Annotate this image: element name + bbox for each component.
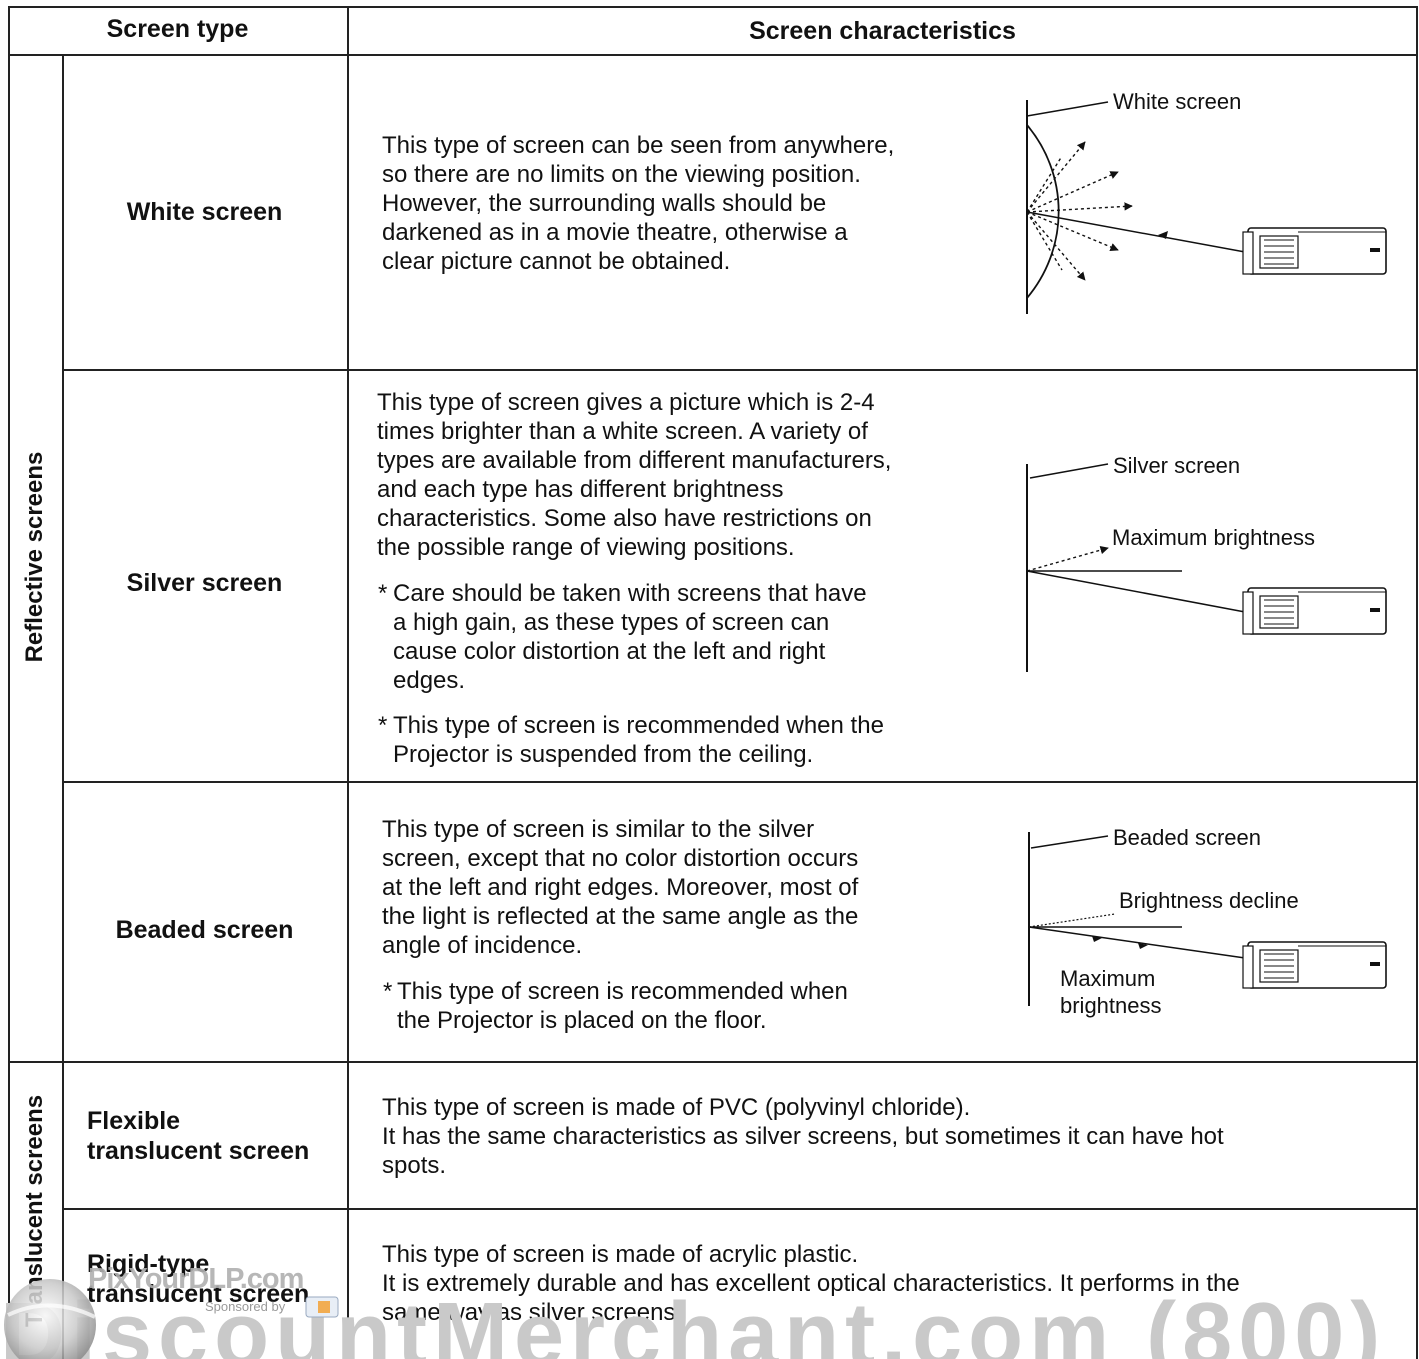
logo-text: PixYourDLP.com	[88, 1263, 304, 1295]
row-label-white-screen: White screen	[126, 198, 283, 226]
silver-screen-note-marker-2: *	[378, 712, 388, 739]
silver-screen-note-1: Care should be taken with screens that h…	[393, 580, 867, 694]
column-divider	[347, 6, 349, 1359]
projector-icon	[1242, 227, 1387, 275]
row-label-flexible-translucent-screen: Flexible translucent screen	[87, 1107, 310, 1165]
row-divider-silver-beaded	[62, 781, 1418, 783]
group-divider	[8, 1061, 1418, 1063]
silver-screen-diagram	[1026, 463, 1387, 672]
table-border-left	[8, 6, 10, 1359]
row-label-rigid-translucent-screen: Rigid-type translucent screen	[87, 1250, 310, 1308]
silver-screen-description: This type of screen gives a picture whic…	[377, 389, 892, 561]
row-divider-white-silver	[62, 369, 1418, 371]
table-border-top	[8, 6, 1418, 8]
white-screen-description: This type of screen can be seen from any…	[382, 132, 895, 275]
beaded-screen-maximum-brightness-label: Maximum brightness	[1060, 966, 1162, 1018]
header-divider	[8, 54, 1418, 56]
watermark-text: DiscountMerchant.com (800) 881-8866	[0, 1290, 1419, 1359]
beaded-screen-note-1: This type of screen is recommended when …	[397, 978, 848, 1034]
beaded-screen-diagram	[1028, 832, 1387, 1006]
header-screen-characteristics: Screen characteristics	[749, 17, 1016, 45]
logo-emblem	[4, 1279, 339, 1359]
silver-screen-note-2: This type of screen is recommended when …	[393, 712, 884, 768]
silver-screen-diagram-label: Silver screen	[1113, 453, 1241, 478]
logo-sponsor-text: Sponsored by	[205, 1299, 286, 1314]
flexible-translucent-description: This type of screen is made of PVC (poly…	[382, 1094, 1224, 1179]
rigid-translucent-description: This type of screen is made of acrylic p…	[382, 1241, 1240, 1326]
header-screen-type: Screen type	[106, 15, 249, 43]
silver-screen-maximum-brightness-label: Maximum brightness	[1112, 525, 1315, 550]
group-label-reflective: Reflective screens	[21, 451, 48, 663]
site-logo: PixYourDLP.com Sponsored by	[0, 1255, 345, 1359]
beaded-screen-description: This type of screen is similar to the si…	[382, 816, 859, 959]
row-label-silver-screen: Silver screen	[126, 569, 283, 597]
beaded-screen-brightness-decline-label: Brightness decline	[1119, 888, 1299, 913]
beaded-screen-diagram-label: Beaded screen	[1113, 825, 1261, 850]
row-divider-flexible-rigid	[62, 1208, 1418, 1210]
group-column-divider	[62, 54, 64, 1359]
row-label-beaded-screen: Beaded screen	[115, 916, 294, 944]
table-border-right	[1416, 6, 1418, 1359]
beaded-screen-note-marker: *	[383, 978, 393, 1005]
silver-screen-note-marker-1: *	[378, 580, 388, 607]
white-screen-diagram-label: White screen	[1113, 89, 1242, 114]
white-screen-diagram	[1026, 100, 1387, 314]
projector-icon	[1242, 587, 1387, 635]
projector-icon	[1242, 941, 1387, 989]
